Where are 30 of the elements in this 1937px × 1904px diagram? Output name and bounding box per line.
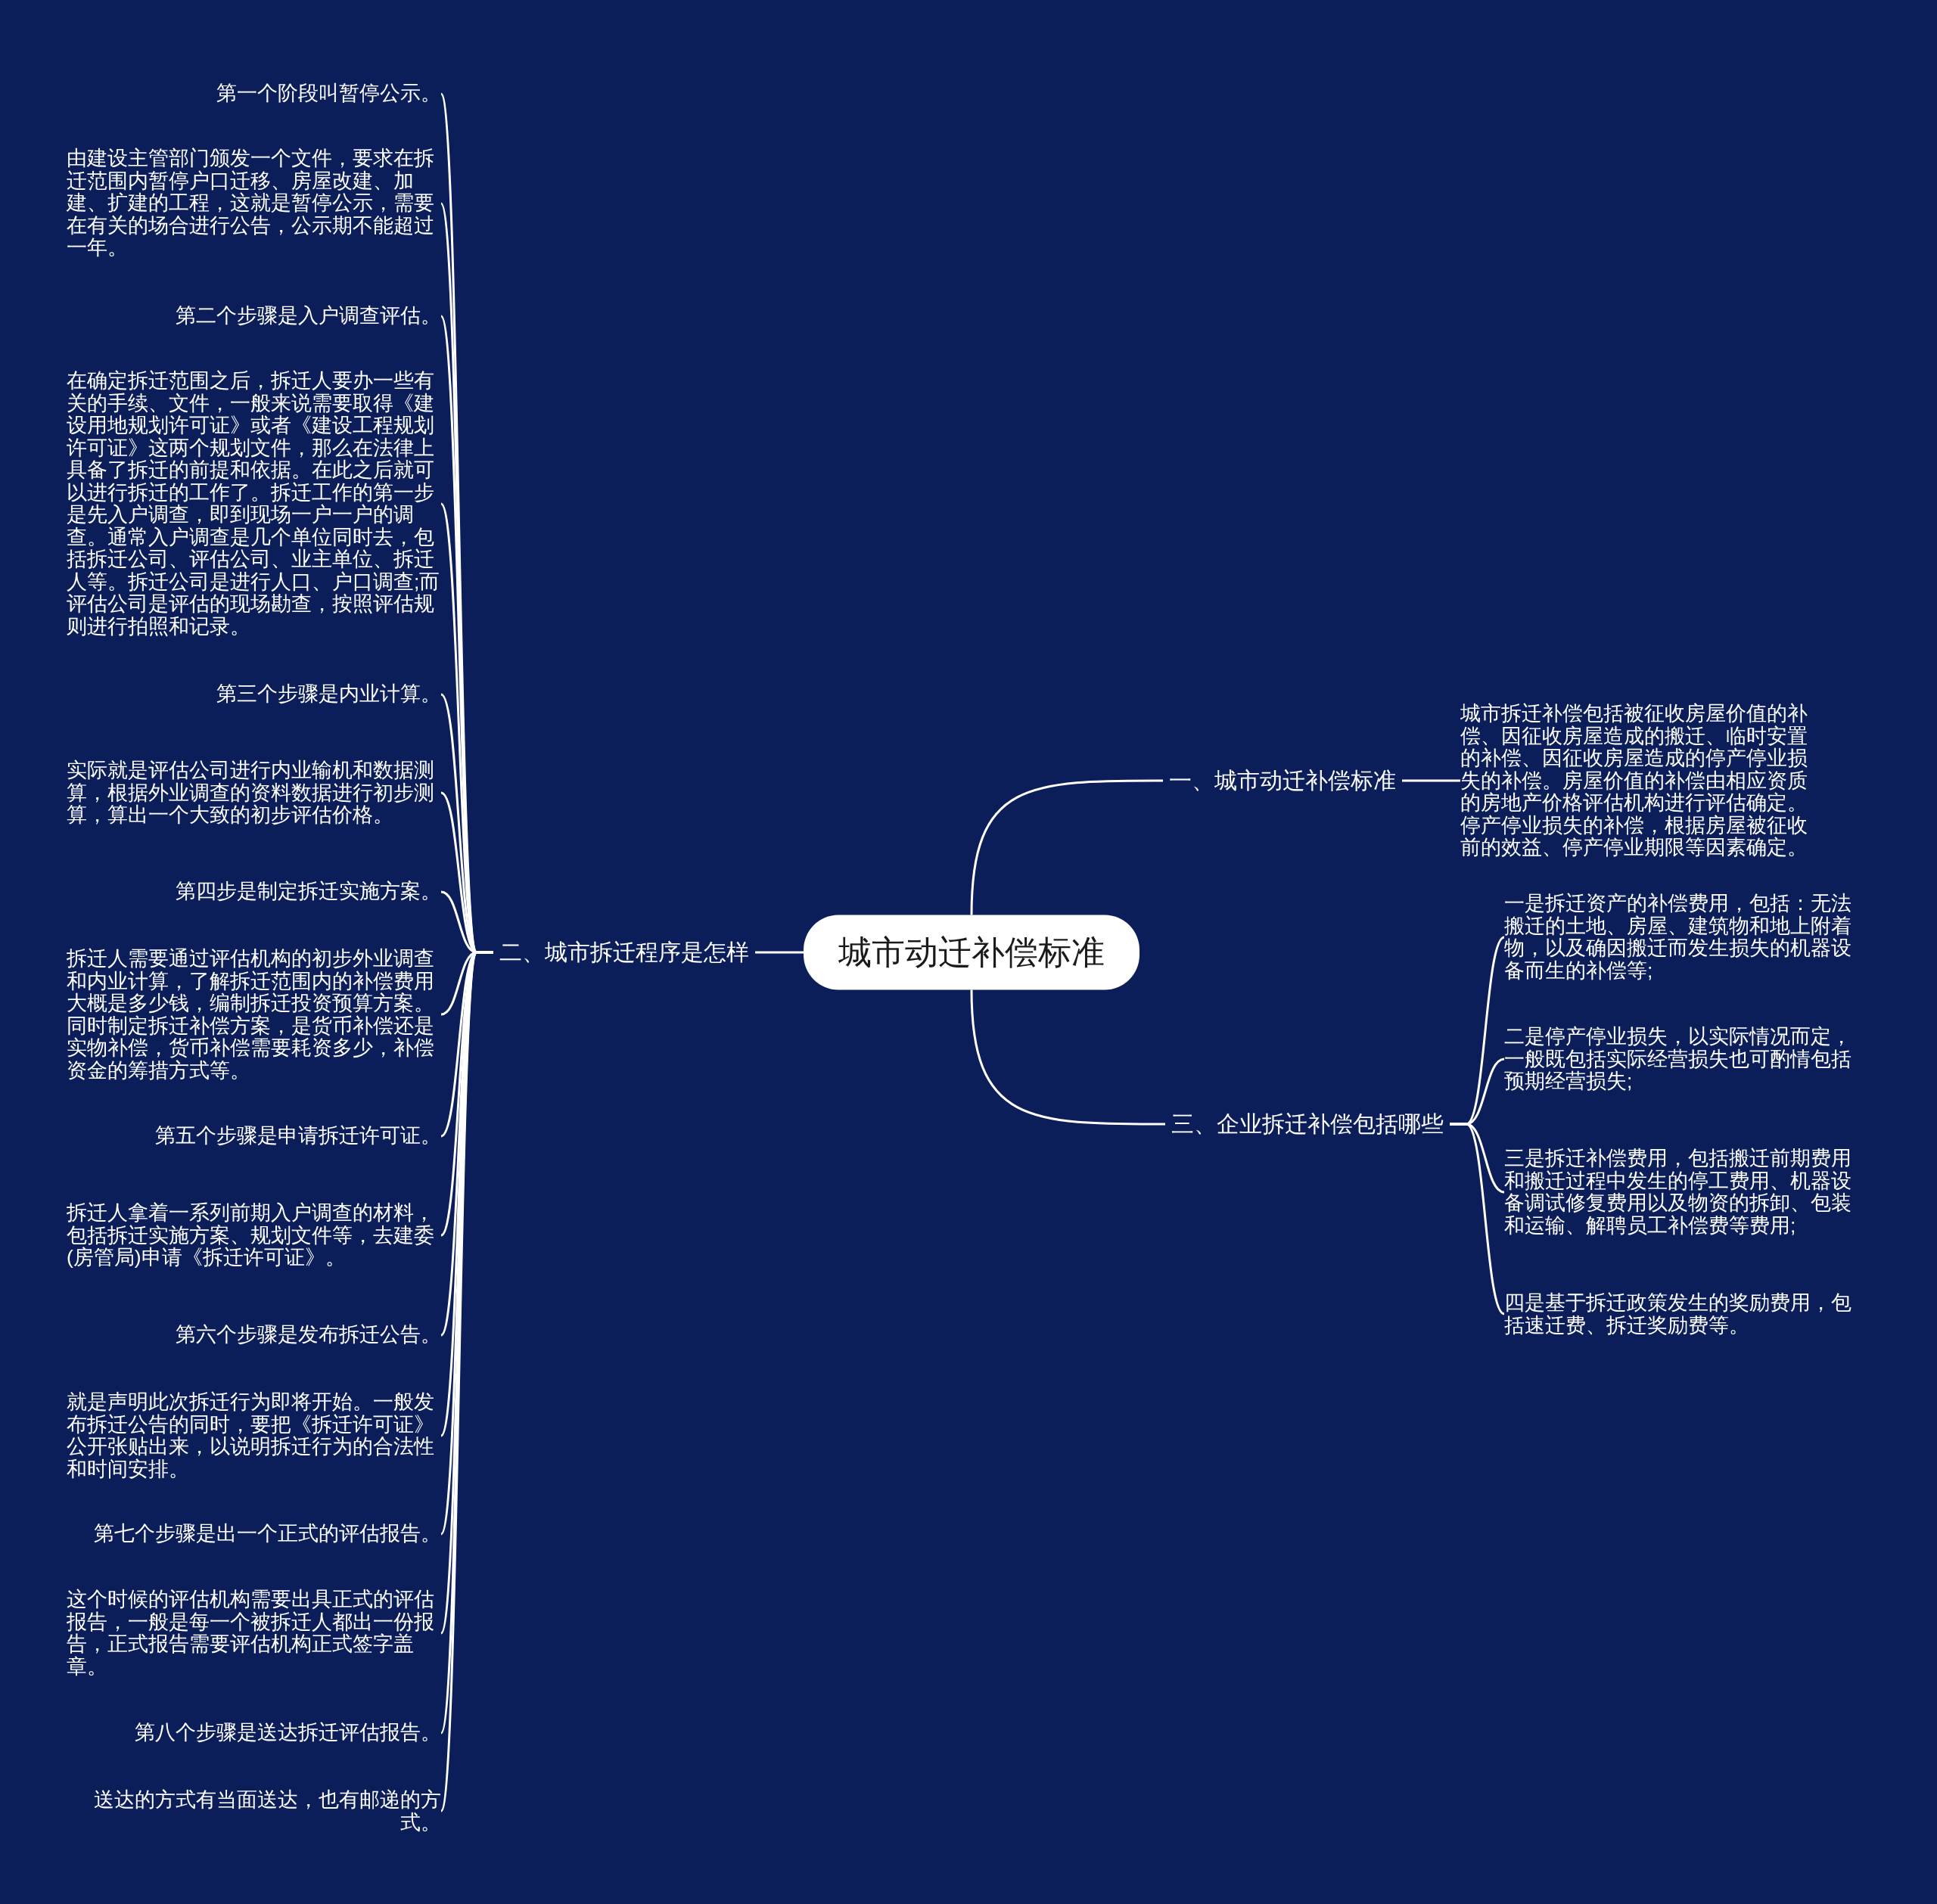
branch-topic: 二、城市拆迁程序是怎样	[493, 933, 755, 971]
leaf-text: 这个时候的评估机构需要出具正式的评估报告，一般是每一个被拆迁人都出一份报告，正式报告需要评估机构正式签字盖章。	[67, 1589, 441, 1678]
leaf-text: 由建设主管部门颁发一个文件，要求在拆迁范围内暂停户口迁移、房屋改建、加建、扩建的工程，这就是暂停公示，需要在有关的场合进行公告，公示期不能超过一年。	[67, 148, 441, 259]
leaf-text: 四是基于拆迁政策发生的奖励费用，包括速迁费、拆迁奖励费等。	[1504, 1291, 1867, 1337]
leaf-text: 第二个步骤是入户调查评估。	[67, 305, 441, 328]
leaf-text: 就是声明此次拆迁行为即将开始。一般发布拆迁公告的同时，要把《拆迁许可证》公开张贴出来，以说明拆迁行为的合法性和时间安排。	[67, 1391, 441, 1480]
leaf-text: 第七个步骤是出一个正式的评估报告。	[67, 1523, 441, 1545]
leaf-text: 第一个阶段叫暂停公示。	[67, 82, 441, 105]
leaf-text: 第八个步骤是送达拆迁评估报告。	[67, 1722, 441, 1744]
leaf-text: 在确定拆迁范围之后，拆迁人要办一些有关的手续、文件，一般来说需要取得《建设用地规划许可证》或者《建设工程规划许可证》这两个规划文件，那么在法律上具备了拆迁的前提和依据。在此之后就可以进行拆迁的工作了。拆迁工作的第一步是先入户调查，即到现场一户一户的调查。通常入户调查是几个单位同时去，包括拆迁公司、评估公司、业主单位、拆迁人等。拆迁公司是进行人口、户口调查;而评估公司是评估的现场勘查，按照评估规则进行拍照和记录。	[67, 370, 441, 638]
connector-line	[970, 989, 1165, 1126]
leaf-text: 拆迁人拿着一系列前期入户调查的材料，包括拆迁实施方案、规划文件等，去建委(房管局)申请《拆迁许可证》。	[67, 1201, 441, 1269]
leaf-text: 第三个步骤是内业计算。	[67, 683, 441, 706]
connector-line	[1450, 1123, 1505, 1315]
leaf-text: 第五个步骤是申请拆迁许可证。	[67, 1125, 441, 1148]
central-topic: 城市动迁补偿标准	[804, 915, 1140, 990]
leaf-text: 送达的方式有当面送达，也有邮递的方式。	[67, 1788, 441, 1834]
leaf-text: 第六个步骤是发布拆迁公告。	[67, 1324, 441, 1346]
connector-line	[970, 779, 1163, 915]
branch-topic: 一、城市动迁补偿标准	[1163, 762, 1402, 800]
branch-topic: 三、企业拆迁补偿包括哪些	[1165, 1105, 1450, 1143]
leaf-text: 城市拆迁补偿包括被征收房屋价值的补偿、因征收房屋造成的搬迁、临时安置的补偿、因征收房屋造成的停产停业损失的补偿。房屋价值的补偿由相应资质的房地产价格评估机构进行评估确定。停产停业损失的补偿，根据房屋被征收前的效益、停产停业期限等因素确定。	[1460, 702, 1824, 859]
connector-line	[1402, 779, 1460, 782]
leaf-text: 拆迁人需要通过评估机构的初步外业调查和内业计算，了解拆迁范围内的补偿费用大概是多少钱，编制拆迁投资预算方案。同时制定拆迁补偿方案，是货币补偿还是实物补偿，货币补偿需要耗资多少，补偿资金的筹措方式等。	[67, 947, 441, 1082]
leaf-text: 一是拆迁资产的补偿费用，包括：无法搬迁的土地、房屋、建筑物和地上附着物，以及确因搬迁而发生损失的机器设备而生的补偿等;	[1504, 893, 1867, 982]
leaf-text: 二是停产停业损失，以实际情况而定，一般既包括实际经营损失也可酌情包括预期经营损失;	[1504, 1025, 1867, 1093]
leaf-text: 第四步是制定拆迁实施方案。	[67, 881, 441, 903]
leaf-text: 实际就是评估公司进行内业输机和数据测算，根据外业调查的资料数据进行初步测算，算出一个大致的初步评估价格。	[67, 759, 441, 827]
leaf-text: 三是拆迁补偿费用，包括搬迁前期费用和搬迁过程中发生的停工费用、机器设备调试修复费用以及物资的拆卸、包装和运输、解聘员工补偿费等费用;	[1504, 1148, 1867, 1237]
connector-line	[755, 951, 804, 954]
